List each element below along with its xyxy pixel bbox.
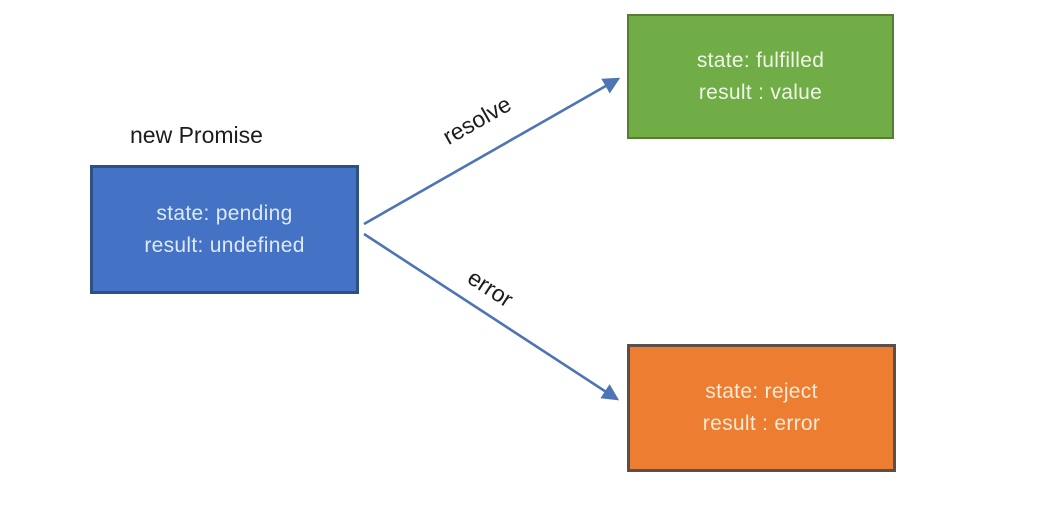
pending-result-line: result: undefined	[144, 233, 305, 257]
reject-result-line: result : error	[702, 412, 821, 435]
reject-state-box: state: reject result : error	[627, 344, 896, 472]
reject-state-line: state: reject	[705, 380, 818, 403]
fulfilled-result-line: result : value	[698, 80, 823, 104]
pending-state-box: state: pending result: undefined	[90, 165, 359, 294]
fulfilled-state-box: state: fulfilled result : value	[627, 14, 894, 139]
resolve-arrow-label: resolve	[438, 90, 516, 150]
fulfilled-state-line: state: fulfilled	[696, 48, 825, 72]
error-arrow	[363, 232, 620, 401]
error-arrow-label: error	[463, 263, 518, 313]
pending-state-line: state: pending	[156, 201, 293, 225]
new-promise-label: new Promise	[130, 122, 263, 148]
